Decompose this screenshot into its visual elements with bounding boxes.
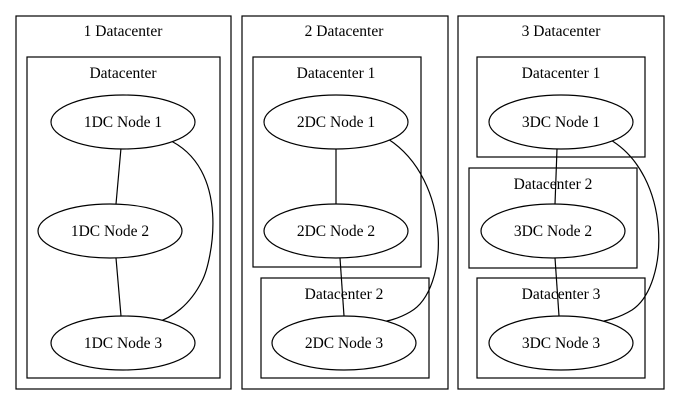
cluster-1-group-1-frame (26, 56, 221, 379)
edge-3dc-node1-node2 (554, 148, 558, 205)
node-ellipse (488, 315, 634, 371)
cluster-3-group-1-frame (476, 56, 646, 158)
cluster-3-group-3-title: Datacenter 3 (522, 286, 601, 303)
edge-2dc-node2-node3 (339, 257, 345, 317)
cluster-2-group-2-frame (260, 277, 430, 379)
cluster-2-title: 2 Datacenter (305, 23, 385, 40)
cluster-1-group-datacenter: Datacenter (26, 56, 221, 379)
cluster-2-group-datacenter-2: Datacenter 2 (260, 277, 430, 379)
node-label: 1DC Node 2 (71, 223, 149, 240)
edge-2dc-node1-node3 (376, 138, 439, 324)
cluster-1-group-1-title: Datacenter (89, 65, 157, 82)
cluster-1-datacenter: 1 Datacenter Datacenter 1DC Node 1 1DC N… (15, 15, 232, 390)
cluster-2-group-1-title: Datacenter 1 (297, 65, 376, 82)
node-ellipse (263, 203, 409, 259)
node-ellipse (50, 94, 196, 150)
node-ellipse (50, 315, 196, 371)
node-label: 3DC Node 2 (514, 223, 592, 240)
node-2dc-node-3[interactable]: 2DC Node 3 (271, 315, 417, 371)
edge-3dc-node1-node3 (593, 138, 660, 324)
node-1dc-node-3[interactable]: 1DC Node 3 (50, 315, 196, 371)
edge-3dc-node2-node3 (554, 257, 560, 317)
node-2dc-node-1[interactable]: 2DC Node 1 (263, 94, 409, 150)
cluster-2-frame (241, 15, 449, 390)
cluster-3-group-datacenter-2: Datacenter 2 (468, 167, 638, 269)
node-ellipse (37, 203, 183, 259)
node-label: 3DC Node 3 (522, 335, 601, 352)
node-label: 1DC Node 3 (84, 335, 163, 352)
cluster-1-frame (15, 15, 232, 390)
cluster-3-frame (457, 15, 665, 390)
node-ellipse (480, 203, 626, 259)
node-label: 2DC Node 2 (297, 223, 375, 240)
node-3dc-node-2[interactable]: 3DC Node 2 (480, 203, 626, 259)
cluster-3-title: 3 Datacenter (522, 23, 602, 40)
node-1dc-node-1[interactable]: 1DC Node 1 (50, 94, 196, 150)
cluster-2-group-2-title: Datacenter 2 (305, 286, 384, 303)
node-label: 2DC Node 1 (297, 114, 375, 131)
node-3dc-node-3[interactable]: 3DC Node 3 (488, 315, 634, 371)
cluster-3-group-3-frame (476, 277, 646, 379)
node-3dc-node-1[interactable]: 3DC Node 1 (488, 94, 634, 150)
edge-1dc-node2-node3 (115, 257, 122, 317)
edge-1dc-node1-node3 (154, 138, 214, 324)
node-ellipse (271, 315, 417, 371)
cluster-3-group-2-frame (468, 167, 638, 269)
node-ellipse (488, 94, 634, 150)
edge-1dc-node1-node2 (115, 147, 122, 205)
cluster-1-title: 1 Datacenter (84, 23, 164, 40)
node-label: 2DC Node 3 (305, 335, 384, 352)
cluster-2-group-datacenter-1: Datacenter 1 (252, 56, 422, 268)
node-label: 1DC Node 1 (84, 114, 162, 131)
node-label: 3DC Node 1 (522, 114, 600, 131)
node-2dc-node-2[interactable]: 2DC Node 2 (263, 203, 409, 259)
node-ellipse (263, 94, 409, 150)
node-1dc-node-2[interactable]: 1DC Node 2 (37, 203, 183, 259)
cluster-3-datacenter: 3 Datacenter Datacenter 1 Datacenter 2 D… (457, 15, 665, 390)
cluster-3-group-2-title: Datacenter 2 (514, 176, 593, 193)
cluster-2-group-1-frame (252, 56, 422, 268)
cluster-3-group-datacenter-3: Datacenter 3 (476, 277, 646, 379)
cluster-3-group-1-title: Datacenter 1 (522, 65, 601, 82)
cluster-3-group-datacenter-1: Datacenter 1 (476, 56, 646, 158)
cluster-2-datacenter: 2 Datacenter Datacenter 1 Datacenter 2 2… (241, 15, 449, 390)
